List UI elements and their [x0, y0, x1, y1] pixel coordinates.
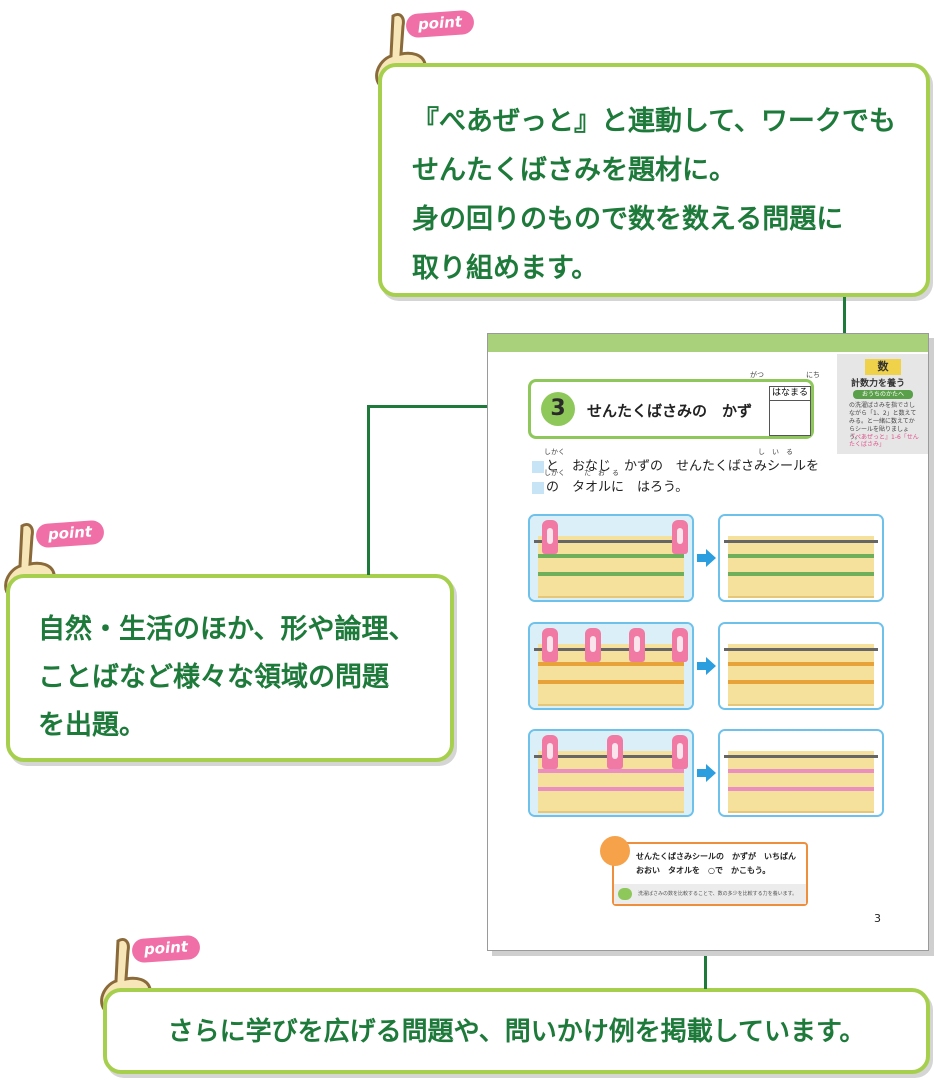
parent-note-badge: おうちのかたへ — [853, 390, 913, 399]
connector-line-left — [367, 405, 530, 408]
callout-line: ことばなど様々な領域の問題 — [38, 662, 389, 693]
ruby-shikaku: しかく — [544, 448, 565, 456]
point-badge: point — [405, 9, 475, 39]
instruction-line: の タオルに はろう。 — [532, 476, 688, 495]
motto-footer: 洗濯ばさみの数を比較することで、数の多少を比較する力を養います。 — [614, 884, 806, 904]
towel — [728, 751, 874, 813]
clothespin-icon — [672, 628, 688, 662]
towel — [728, 644, 874, 706]
clothespin-icon — [542, 735, 558, 769]
subject-tag: 数 — [865, 359, 901, 375]
hanamaru-box: はなまる — [769, 386, 811, 436]
hanging-pole — [724, 540, 878, 543]
ruby-shikaku: しかく — [544, 469, 565, 477]
towel — [538, 644, 684, 706]
towel-stripe — [538, 769, 684, 773]
callout-line: 自然・生活のほか、形や論理、 — [38, 614, 416, 645]
towel-stripe — [538, 662, 684, 666]
motto-line: おおい タオルを ○で かこもう。 — [636, 866, 771, 875]
towel-stripe — [538, 554, 684, 558]
towel-stripe — [728, 554, 874, 558]
side-note-panel: 数 計数力を養う おうちのかたへ の洗濯ばさみを指でさしながら「1、2」と数えて… — [837, 354, 928, 454]
parent-note: の洗濯ばさみを指でさしながら「1、2」と数えてみる。と一緒に数えてからシールを貼… — [849, 402, 917, 441]
towel-panel-empty[interactable] — [718, 622, 884, 710]
worksheet-page: がつ にち 3 せんたくばさみの かず はなまる 数 計数力を養う おうちのかた… — [487, 333, 929, 951]
arrow-right-icon — [697, 764, 716, 782]
connector-line-left — [367, 405, 370, 575]
problem-title-box: 3 せんたくばさみの かず はなまる — [528, 379, 814, 439]
ruby-taoru: た お る — [584, 469, 619, 477]
point-badge: point — [131, 934, 201, 964]
callout-line: せんたくばさみを題材に。 — [412, 155, 736, 186]
date-month: がつ — [750, 371, 764, 379]
blue-square-icon — [532, 460, 544, 473]
clothespin-icon — [542, 520, 558, 554]
towel-panel-empty[interactable] — [718, 729, 884, 817]
towel-stripe — [538, 787, 684, 791]
ruby-seal: し い る — [758, 448, 793, 456]
towel-stripe — [728, 680, 874, 684]
towel — [728, 536, 874, 598]
problem-number: 3 — [541, 392, 575, 426]
callout-line: さらに学びを広げる問題や、問いかけ例を掲載しています。 — [167, 1017, 866, 1047]
motto-box: せんたくばさみシールの かずが いちばん おおい タオルを ○で かこもう。 洗… — [600, 836, 808, 906]
towel-panel-with-pegs — [528, 729, 694, 817]
subject-subtitle: 計数力を養う — [851, 379, 906, 389]
motto-line: せんたくばさみシールの かずが いちばん — [636, 852, 796, 861]
arrow-right-icon — [697, 549, 716, 567]
blue-square-icon — [532, 481, 544, 494]
callout-left: 自然・生活のほか、形や論理、 ことばなど様々な領域の問題 を出題。 — [6, 574, 454, 762]
instruction-text: の タオルに はろう。 — [546, 480, 689, 495]
hanamaru-label: はなまる — [770, 387, 810, 401]
arrow-right-icon — [697, 657, 716, 675]
callout-line: を出題。 — [38, 710, 146, 741]
hanging-pole — [724, 755, 878, 758]
towel-stripe — [728, 769, 874, 773]
instruction-text: と おなじ かずの せんたくばさみシールを — [546, 459, 820, 474]
clothespin-icon — [672, 520, 688, 554]
towel-stripe — [728, 662, 874, 666]
towel-stripe — [728, 572, 874, 576]
hanging-pole — [534, 648, 688, 651]
clothespin-icon — [585, 628, 601, 662]
towel-panel-with-pegs — [528, 622, 694, 710]
clothespin-icon — [607, 735, 623, 769]
callout-line: 『ぺあぜっと』と連動して、ワークでも — [412, 106, 896, 137]
page-number: 3 — [874, 912, 881, 925]
clothespin-icon — [629, 628, 645, 662]
hanging-pole — [724, 648, 878, 651]
towel-stripe — [728, 787, 874, 791]
towel-panel-with-pegs — [528, 514, 694, 602]
related-reference: 『ぺあぜっと』1-6「せんたくばさみ」 — [849, 434, 919, 448]
date-day: にち — [806, 371, 820, 379]
towel-stripe — [538, 572, 684, 576]
page-top-band — [488, 334, 928, 352]
clothespin-icon — [542, 628, 558, 662]
child-mascot-icon — [600, 836, 630, 866]
point-badge: point — [35, 519, 105, 549]
callout-bottom: さらに学びを広げる問題や、問いかけ例を掲載しています。 — [103, 988, 930, 1074]
hanging-pole — [534, 540, 688, 543]
callout-line: 身の回りのもので数を数える問題に — [412, 204, 844, 235]
instruction-line: と おなじ かずの せんたくばさみシールを — [532, 455, 819, 474]
motto-text: せんたくばさみシールの かずが いちばん おおい タオルを ○で かこもう。 — [636, 850, 796, 878]
callout-line: 取り組めます。 — [412, 253, 599, 284]
motto-footer-text: 洗濯ばさみの数を比較することで、数の多少を比較する力を養います。 — [638, 891, 798, 897]
towel-panel-empty[interactable] — [718, 514, 884, 602]
clothespin-icon — [672, 735, 688, 769]
problem-title: せんたくばさみの かず — [587, 402, 753, 420]
towel-stripe — [538, 680, 684, 684]
callout-top: 『ぺあぜっと』と連動して、ワークでも せんたくばさみを題材に。 身の回りのもので… — [378, 63, 930, 297]
towel — [538, 536, 684, 598]
leaf-icon — [618, 888, 632, 900]
